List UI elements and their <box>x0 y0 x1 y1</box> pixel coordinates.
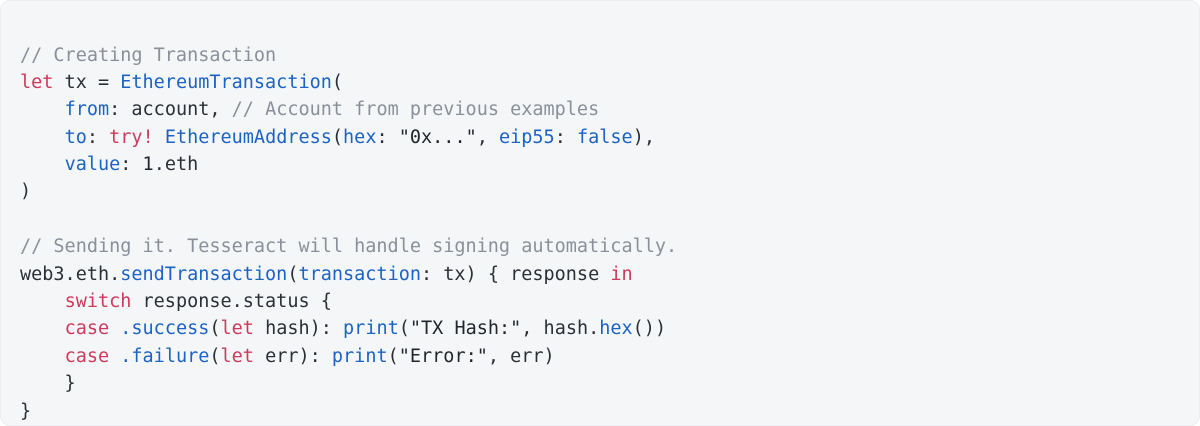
code-token-plain <box>109 318 120 339</box>
code-token-plain <box>20 346 65 367</box>
code-token-plain: hash): <box>253 318 344 340</box>
code-token-keyword: try! <box>109 126 154 148</box>
code-token-punct: ), <box>632 126 655 148</box>
code-token-string: "TX Hash:" <box>409 318 522 340</box>
code-token-param: to <box>64 126 87 148</box>
code-line: } <box>20 370 1199 397</box>
code-line: // Creating Transaction <box>20 42 1199 69</box>
code-token-string: "0x..." <box>398 126 477 148</box>
code-token-member: .failure <box>120 345 210 367</box>
code-token-string: "Error:" <box>398 345 488 367</box>
code-token-plain: .eth <box>153 154 199 176</box>
code-token-keyword: let <box>220 345 254 367</box>
code-token-plain <box>20 318 65 339</box>
code-token-plain: : <box>120 154 143 176</box>
code-token-punct: ( <box>331 126 344 148</box>
code-line <box>20 206 1199 233</box>
code-content[interactable]: // Creating Transaction let tx = Ethereum… <box>20 42 1199 425</box>
code-token-keyword: case <box>64 318 110 340</box>
code-token-plain: err): <box>253 345 332 367</box>
code-token-func: sendTransaction <box>120 263 288 285</box>
code-token-plain: } <box>20 373 76 395</box>
code-token-plain: } <box>20 400 32 422</box>
code-line: to: try! EthereumAddress(hex: "0x...", e… <box>20 124 1199 151</box>
code-token-plain: , err) <box>487 345 555 367</box>
code-token-plain: : <box>554 126 577 148</box>
code-line: case .success(let hash): print("TX Hash:… <box>20 315 1199 342</box>
code-token-plain <box>20 291 65 312</box>
code-token-func: hex <box>599 318 633 340</box>
code-token-keyword: let <box>20 71 54 93</box>
code-token-param: transaction <box>298 263 421 285</box>
code-line: ) <box>20 178 1199 205</box>
code-token-number: 1 <box>142 154 154 176</box>
code-token-plain <box>109 346 120 367</box>
code-token-punct: ) <box>20 181 32 203</box>
code-token-punct: ( <box>331 71 344 93</box>
code-token-keyword: let <box>220 318 254 340</box>
code-token-punct: ( <box>209 318 221 340</box>
code-token-member: .success <box>120 318 210 340</box>
code-token-plain: : tx) { response <box>421 263 611 285</box>
code-token-keyword: case <box>64 345 110 367</box>
code-token-comment: // Account from previous examples <box>231 99 600 121</box>
code-token-keyword: in <box>610 263 633 285</box>
code-token-punct: ( <box>287 263 299 285</box>
code-token-plain <box>20 99 65 120</box>
code-token-comment: // Sending it. Tesseract will handle sig… <box>20 236 678 258</box>
code-token-plain <box>154 127 165 148</box>
code-token-punct: ( <box>209 345 221 367</box>
code-token-plain: : <box>376 126 399 148</box>
code-line: let tx = EthereumTransaction( <box>20 69 1199 96</box>
code-token-punct: ( <box>398 318 410 340</box>
code-token-type: EthereumAddress <box>164 126 332 148</box>
code-token-plain <box>20 154 65 175</box>
code-token-func: print <box>343 318 399 340</box>
code-token-plain: response.status { <box>131 291 332 313</box>
code-line: from: account, // Account from previous … <box>20 96 1199 123</box>
code-token-param: eip55 <box>499 126 555 148</box>
code-token-type: EthereumTransaction <box>120 71 332 93</box>
code-token-punct: ( <box>387 345 399 367</box>
code-line: // Sending it. Tesseract will handle sig… <box>20 233 1199 260</box>
code-token-param: from <box>64 99 110 121</box>
code-token-punct: ()) <box>632 318 667 340</box>
code-token-plain: , hash. <box>521 318 600 340</box>
code-token-func: print <box>331 345 388 367</box>
code-line: switch response.status { <box>20 288 1199 315</box>
code-token-plain: , <box>476 126 499 148</box>
code-line: } <box>20 398 1199 425</box>
code-line: web3.eth.sendTransaction(transaction: tx… <box>20 261 1199 288</box>
code-token-param: value <box>64 154 121 176</box>
code-token-keyword: switch <box>64 291 132 313</box>
code-line: case .failure(let err): print("Error:", … <box>20 343 1199 370</box>
code-token-plain: web3.eth. <box>20 263 121 285</box>
code-token-const: false <box>576 126 633 148</box>
code-token-plain: : <box>86 126 110 148</box>
code-token-plain: : account, <box>109 99 232 121</box>
code-token-plain: tx = <box>53 71 121 93</box>
code-token-plain <box>20 127 65 148</box>
code-block[interactable]: // Creating Transaction let tx = Ethereum… <box>20 42 1199 425</box>
code-line: value: 1.eth <box>20 151 1199 178</box>
code-token-comment: // Creating Transaction <box>20 44 277 66</box>
code-token-param: hex <box>343 126 377 148</box>
